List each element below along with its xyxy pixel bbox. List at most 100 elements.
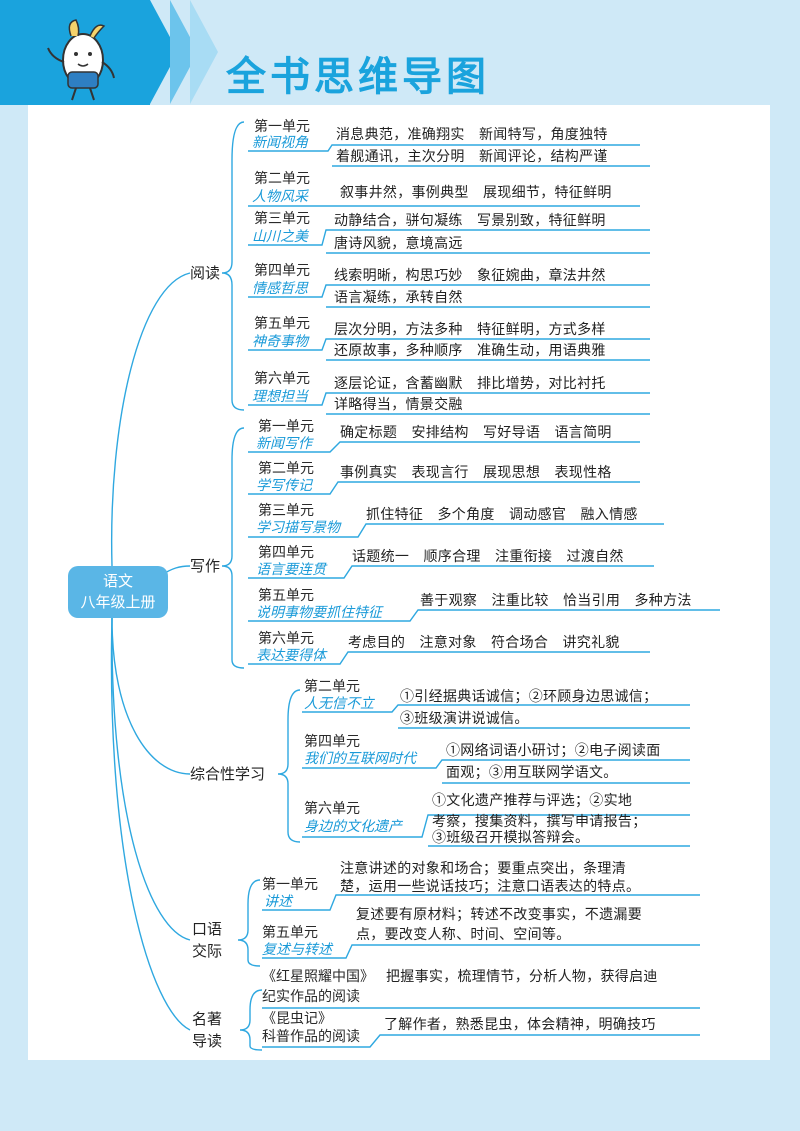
- comp-desc-3b: 考察，搜集资料，撰写申请报告；: [432, 814, 647, 830]
- root-grade: 八年级上册: [80, 593, 156, 611]
- underline-writing-6: [248, 651, 650, 665]
- branch-root-oral: [111, 617, 191, 941]
- underline-reading-1: [248, 144, 640, 152]
- reading-sub-1: 新闻视角: [252, 135, 308, 151]
- writing-desc-4: 话题统一 顺序合理 注重衔接 过渡自然: [352, 549, 624, 565]
- writing-desc-5: 善于观察 注重比较 恰当引用 多种方法: [420, 593, 692, 609]
- reading-desc-3a: 动静结合，骈句凝练 写景别致，特征鲜明: [334, 213, 606, 229]
- oral-desc-2a: 复述要有原材料；转述不改变事实，不遗漏要: [356, 907, 642, 923]
- oral-desc-2b: 点，要改变人称、时间、空间等。: [356, 927, 571, 943]
- oral-desc-1a: 注意讲述的对象和场合；要重点突出，条理清: [340, 861, 626, 877]
- oral-desc-1b: 楚，运用一些说话技巧；注意口语表达的特点。: [340, 879, 641, 895]
- writing-sub-3: 学习描写景物: [256, 520, 340, 536]
- writing-unit-6: 第六单元: [258, 631, 314, 647]
- writing-sub-4: 语言要连贯: [256, 562, 326, 578]
- underline-classics-2: [262, 1034, 700, 1048]
- comp-desc-2a: ①网络词语小研讨；②电子阅读面: [446, 743, 661, 759]
- chevron-decoration-3: [190, 0, 218, 104]
- reading-desc-3b: 唐诗风貌，意境高远: [334, 236, 463, 252]
- reading-desc-1b: 着舰通讯，主次分明 新闻评论，结构严谨: [336, 149, 608, 165]
- writing-unit-2: 第二单元: [258, 461, 314, 477]
- underline-writing-5: [248, 609, 720, 622]
- page-title: 全书思维导图: [226, 54, 490, 100]
- oral-sub-1: 讲述: [264, 894, 292, 910]
- underline-writing-4: [248, 565, 654, 579]
- underline-reading-3: [248, 229, 650, 246]
- reading-unit-3: 第三单元: [254, 211, 310, 227]
- underline-comp-3: [302, 814, 690, 838]
- branch-root-reading: [110, 272, 191, 567]
- brace-comprehensive: [277, 689, 301, 843]
- comp-desc-1b: ③班级演讲说诚信。: [400, 711, 529, 727]
- oral-unit-2: 第五单元: [262, 925, 318, 941]
- reading-sub-3: 山川之美: [252, 229, 308, 245]
- underline-writing-3: [248, 523, 664, 538]
- underline-comp-1: [302, 704, 690, 713]
- reading-unit-5: 第五单元: [254, 316, 310, 332]
- underline-writing-1: [248, 441, 640, 453]
- writing-unit-4: 第四单元: [258, 545, 314, 561]
- brace-classics: [239, 989, 263, 1051]
- classics-type-2: 科普作品的阅读: [262, 1029, 360, 1045]
- comp-sub-1: 人无信不立: [304, 696, 374, 712]
- oral-sub-2: 复述与转述: [262, 942, 332, 958]
- reading-desc-5a: 层次分明，方法多种 特征鲜明，方式多样: [334, 322, 606, 338]
- root-subject: 语文: [102, 572, 133, 590]
- reading-sub-2: 人物风采: [252, 189, 308, 205]
- comp-sub-2: 我们的互联网时代: [304, 751, 416, 767]
- reading-desc-4b: 语言凝练，承转自然: [334, 290, 463, 306]
- brace-oral: [237, 879, 261, 967]
- reading-unit-4: 第四单元: [254, 263, 310, 279]
- classics-desc-2: 了解作者，熟悉昆虫，体会精神，明确技巧: [384, 1017, 656, 1033]
- oral-unit-1: 第一单元: [262, 877, 318, 893]
- classics-desc-1: 把握事实，梳理情节，分析人物，获得启迪: [386, 969, 658, 985]
- category-classics-line1: 名著: [192, 1010, 223, 1028]
- classics-type-1: 纪实作品的阅读: [262, 989, 360, 1005]
- comp-unit-2: 第四单元: [304, 734, 360, 750]
- branch-root-classics: [110, 617, 191, 1031]
- writing-unit-3: 第三单元: [258, 503, 314, 519]
- reading-sub-6: 理想担当: [252, 389, 308, 405]
- writing-desc-1: 确定标题 安排结构 写好导语 语言简明: [340, 425, 612, 441]
- brace-writing: [221, 427, 245, 669]
- category-oral-line2: 交际: [192, 942, 223, 960]
- category-oral-line1: 口语: [192, 920, 223, 938]
- underline-reading-4: [248, 284, 650, 298]
- writing-sub-5: 说明事物要抓住特征: [256, 605, 382, 621]
- underline-comp-2: [302, 759, 690, 769]
- category-comprehensive: 综合性学习: [190, 765, 266, 783]
- comp-desc-1a: ①引经据典话诚信；②环顾身边思诚信；: [400, 689, 658, 705]
- writing-desc-2: 事例真实 表现言行 展现思想 表现性格: [340, 465, 612, 481]
- reading-desc-6a: 逐层论证，含蓄幽默 排比增势，对比衬托: [334, 376, 606, 392]
- writing-sub-2: 学写传记: [256, 478, 312, 494]
- reading-unit-2: 第二单元: [254, 171, 310, 187]
- bottom-band: [28, 1060, 770, 1120]
- writing-desc-3: 抓住特征 多个角度 调动感官 融入情感: [366, 507, 638, 523]
- underline-oral-1: [262, 894, 700, 911]
- brace-reading: [221, 121, 245, 411]
- category-writing: 写作: [190, 557, 221, 575]
- underline-oral-2: [262, 944, 700, 959]
- comp-desc-2b: 面观；③用互联网学语文。: [446, 765, 618, 781]
- writing-desc-6: 考虑目的 注意对象 符合场合 讲究礼貌: [348, 635, 620, 651]
- underline-writing-2: [248, 481, 640, 495]
- category-reading: 阅读: [190, 264, 221, 282]
- underline-reading-6: [248, 392, 650, 406]
- underline-reading-5: [248, 338, 650, 351]
- comp-desc-3c: ③班级召开模拟答辩会。: [432, 830, 590, 846]
- classics-book-1: 《红星照耀中国》: [262, 969, 374, 985]
- comp-unit-1: 第二单元: [304, 679, 360, 695]
- comp-unit-3: 第六单元: [304, 801, 360, 817]
- reading-desc-6b: 详略得当，情景交融: [334, 397, 463, 413]
- reading-desc-5b: 还原故事，多种顺序 准确生动，用语典雅: [334, 343, 606, 359]
- classics-book-2: 《昆虫记》: [262, 1011, 332, 1027]
- category-classics-line2: 导读: [192, 1032, 223, 1050]
- writing-unit-5: 第五单元: [258, 588, 314, 604]
- reading-sub-5: 神奇事物: [252, 334, 308, 350]
- reading-unit-6: 第六单元: [254, 371, 310, 387]
- branch-root-comprehensive: [111, 617, 191, 775]
- reading-sub-4: 情感哲思: [252, 281, 308, 297]
- writing-unit-1: 第一单元: [258, 419, 314, 435]
- reading-desc-4a: 线索明晰，构思巧妙 象征婉曲，章法井然: [334, 268, 606, 284]
